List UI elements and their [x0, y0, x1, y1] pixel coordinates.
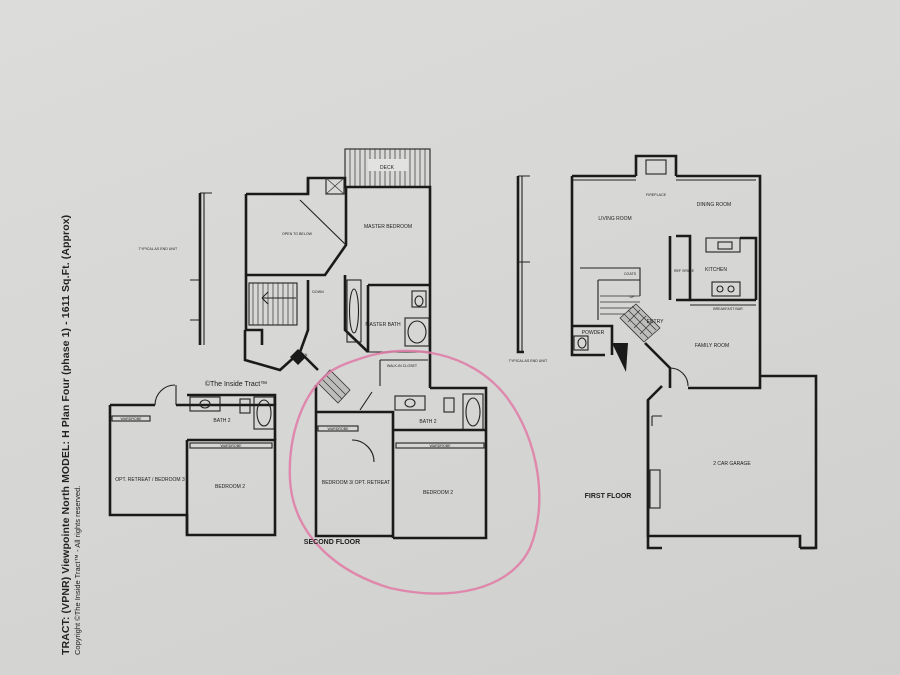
label-opt-retreat-bedroom3: OPT. RETREAT / BEDROOM 3	[115, 477, 185, 483]
label-kitchen: KITCHEN	[705, 267, 727, 273]
label-walk-in-closet: WALK-IN CLOSET	[387, 364, 418, 368]
label-wardrobe-2: WARDROBE	[220, 444, 242, 448]
caption-copyright: Copyright ©The Inside Tract™ - All right…	[73, 485, 82, 655]
first-floor-plan	[570, 154, 818, 550]
label-two-car-garage: 2 CAR GARAGE	[713, 461, 751, 467]
label-bedroom2-right: BEDROOM 2	[423, 490, 453, 496]
side-caption: TRACT: (VPNR) Viewpointe North MODEL: H …	[60, 135, 82, 655]
label-end-unit-first: TYPICAL AS END UNIT	[509, 359, 548, 363]
label-deck: DECK	[380, 165, 395, 171]
label-bath2-left: BATH 2	[213, 418, 230, 424]
end-unit-second-floor	[108, 192, 277, 537]
entry-tile	[619, 303, 661, 343]
label-coats: COATS	[624, 272, 637, 276]
label-wardrobe-1: WARDROBE	[120, 417, 142, 421]
end-unit-first-floor	[516, 175, 530, 354]
label-up: UP	[630, 295, 636, 299]
label-powder: POWDER	[582, 330, 605, 336]
label-wardrobe-4: WARDROBE	[429, 444, 451, 448]
second-floor-plan	[243, 148, 488, 540]
label-living-room: LIVING ROOM	[598, 216, 631, 222]
watermark: ©The Inside Tract™	[205, 380, 267, 388]
label-family-room: FAMILY ROOM	[695, 343, 729, 349]
label-linen: LINEN	[297, 353, 308, 357]
label-master-bath: MASTER BATH	[365, 322, 401, 328]
label-wardrobe-3: WARDROBE	[327, 427, 349, 431]
label-bedroom3-opt-retreat: BEDROOM 3/ OPT. RETREAT	[322, 480, 390, 486]
highlight-circle	[288, 349, 541, 595]
title-second-floor: SECOND FLOOR	[304, 539, 360, 546]
label-bedroom2-left: BEDROOM 2	[215, 484, 245, 490]
title-first-floor: FIRST FLOOR	[585, 493, 632, 500]
second-floor-stair-landing	[290, 349, 351, 404]
label-master-bedroom: MASTER BEDROOM	[364, 224, 412, 230]
caption-tract-model: TRACT: (VPNR) Viewpointe North MODEL: H …	[60, 214, 72, 655]
label-end-unit-second: TYPICAL AS END UNIT	[139, 247, 178, 251]
label-bath2-right: BATH 2	[419, 419, 436, 425]
label-down: DOWN	[312, 290, 324, 294]
label-fireplace: FIREPLACE	[646, 193, 667, 197]
label-breakfast-bar: BREAKFAST BAR	[713, 307, 743, 311]
label-ref-space: REF SPACE	[674, 269, 695, 273]
label-entry: ENTRY	[647, 319, 665, 325]
label-open-to-below: OPEN TO BELOW	[282, 232, 313, 236]
label-dining-room: DINING ROOM	[697, 202, 731, 208]
